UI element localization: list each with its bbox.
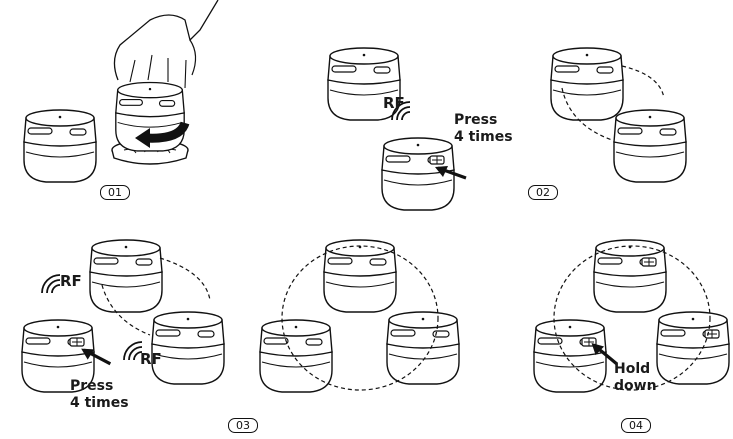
- panel-2-rf-label: RF: [383, 94, 405, 112]
- panel-2-alarm-a: [550, 47, 624, 121]
- panel-3-alarm-top: [89, 239, 163, 313]
- panel-1-alarm-left: [23, 109, 97, 183]
- panel-3-link: [159, 257, 211, 301]
- panel-3b-alarm-right: [386, 311, 460, 385]
- panel-3b-ring: [281, 245, 439, 391]
- panel-2-link-arc-2: [621, 65, 665, 99]
- panel-4-ring: [553, 245, 711, 391]
- panel-2-alarm-b: [613, 109, 687, 183]
- panel-3-press-label: Press: [70, 378, 114, 394]
- panel-2-times-label: 4 times: [454, 129, 513, 145]
- panel-3-times-label: 4 times: [70, 395, 129, 411]
- step-badge-01: 01: [100, 185, 130, 200]
- panel-3-link-2: [101, 284, 151, 336]
- panel-1-hand: [113, 0, 219, 89]
- panel-1-rotate-arrow: [135, 121, 190, 148]
- panel-4-down-label: down: [614, 378, 657, 394]
- panel-2-link-arc: [561, 87, 613, 141]
- panel-3-rf-label-left: RF: [60, 272, 82, 290]
- step-badge-04: 04: [621, 418, 651, 433]
- panel-3-rf-waves-left: [41, 274, 61, 294]
- panel-3-alarm-right: [151, 311, 225, 385]
- panel-2-press-label: Press: [454, 112, 498, 128]
- panel-4-hold-label: Hold: [614, 361, 651, 377]
- step-badge-03: 03: [228, 418, 258, 433]
- panel-4-alarm-right: [657, 312, 729, 384]
- panel-3b-alarm-top: [323, 239, 397, 313]
- step-badge-02: 02: [528, 185, 558, 200]
- panel-3b-alarm-left: [259, 319, 333, 393]
- panel-3-rf-label-right: RF: [140, 350, 162, 368]
